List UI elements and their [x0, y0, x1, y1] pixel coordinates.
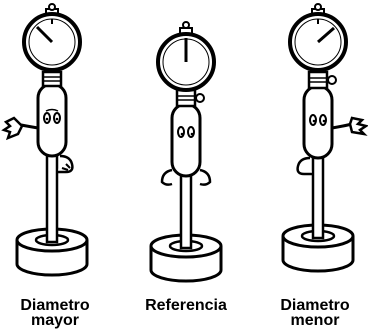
- rod-1: [47, 150, 57, 242]
- gauge-diametro-mayor: [4, 4, 87, 275]
- caption-diametro-menor: Diametro menor: [262, 298, 368, 328]
- gauge-body-3: [304, 86, 332, 158]
- gauge-referencia: [151, 22, 221, 281]
- dial-gauge-icon: [290, 4, 346, 70]
- hand-left-1: [4, 118, 22, 138]
- gauge-body-2: [172, 104, 200, 176]
- hand-right-3: [350, 118, 366, 134]
- neck-2: [177, 90, 195, 106]
- gauge-body-1: [38, 84, 66, 156]
- neck-3: [309, 72, 327, 88]
- caption-line-1: Diametro: [262, 298, 368, 313]
- gauge-diametro-menor: [283, 4, 366, 271]
- caption-line-2: menor: [262, 313, 368, 328]
- hand-right-2: [200, 170, 210, 185]
- caption-line-1: Diametro: [0, 298, 110, 313]
- caption-diametro-mayor: Diametro mayor: [0, 298, 110, 328]
- neck-1: [43, 72, 61, 86]
- caption-line-2: mayor: [0, 313, 110, 328]
- caption-referencia: Referencia: [126, 298, 246, 313]
- dial-gauge-icon: [158, 22, 214, 90]
- caption-line-1: Referencia: [126, 298, 246, 313]
- rod-3: [313, 148, 323, 238]
- dial-gauge-icon: [24, 4, 80, 70]
- hand-left-3: [298, 158, 312, 174]
- hand-left-2: [162, 170, 172, 185]
